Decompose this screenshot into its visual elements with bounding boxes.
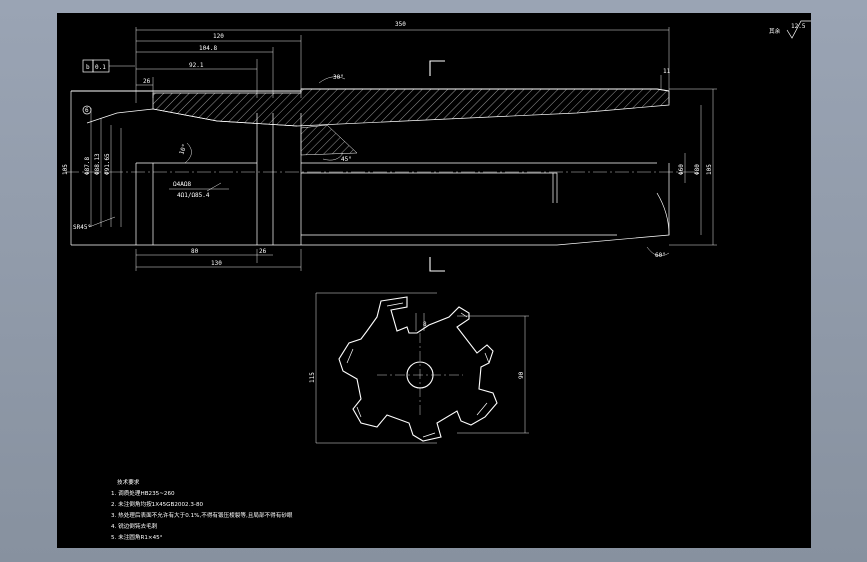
main-view: 6 (65, 88, 697, 246)
note-2: 2. 未注倒角均按1X45GB2002.3-80 (111, 500, 204, 508)
balloon-number: 6 (85, 107, 89, 114)
bore-note-2: 4Ω1/Ω85.4 (177, 192, 210, 199)
left-vertical-dimensions: 105 Φ87.8 Φ88.13 Φ91.65 (62, 153, 111, 175)
roughness-symbol: 其余 12.5 (769, 20, 811, 39)
angle-30: 30° (333, 74, 344, 81)
datum-letter: b (86, 64, 90, 71)
dim-phi88-13: Φ88.13 (94, 153, 101, 175)
angle-sr45: SR45° (73, 224, 91, 231)
cad-drawing: 其余 12.5 b 0.1 350 120 (62, 20, 811, 541)
dim-104-8: 104.8 (199, 45, 217, 52)
angle-10: 10° (178, 143, 188, 156)
bottom-dimensions: 80 26 130 (135, 248, 302, 271)
section-dim-8: 8 (423, 321, 427, 328)
dim-26: 26 (143, 78, 151, 85)
bore-notes: Ω4AΩ8 4Ω1/Ω85.4 (169, 181, 229, 199)
dim-phi80: Φ80 (694, 164, 701, 175)
dim-phi91-65: Φ91.65 (104, 153, 111, 175)
dim-phi60: Φ60 (678, 164, 685, 175)
angle-60: 60° (655, 252, 666, 259)
roughness-value: 12.5 (791, 23, 806, 30)
dim-105-right: 105 (706, 164, 713, 175)
note-3: 3. 热处理后表面不允许有大于0.1%,不得有锻压棱裂等,且局部不得有砂眼 (111, 511, 293, 519)
note-5: 5. 未注圆角R1×45° (111, 533, 163, 541)
angle-annotations: 30° 10° 45° 60° SR45° (73, 74, 670, 259)
dim-26-bottom: 26 (259, 248, 267, 255)
dim-120: 120 (213, 33, 224, 40)
dim-130: 130 (211, 260, 222, 267)
notes-title: 技术要求 (117, 478, 140, 486)
bore-note-1: Ω4AΩ8 (173, 181, 191, 188)
section-view: 115 90 8 (309, 292, 529, 444)
section-cut-marks (429, 60, 445, 272)
dim-80: 80 (191, 248, 199, 255)
dim-105-left: 105 (62, 164, 69, 175)
dim-350: 350 (395, 21, 406, 28)
section-dim-90: 90 (518, 371, 525, 379)
datum-frame: b 0.1 (82, 59, 135, 73)
drawing-sheet: 其余 12.5 b 0.1 350 120 (57, 13, 811, 548)
dim-92-1: 92.1 (189, 62, 204, 69)
note-1: 1. 调质处理HB235~260 (111, 489, 175, 497)
section-dim-115: 115 (309, 372, 316, 383)
right-vertical-dimensions: 105 Φ60 Φ80 11 (660, 68, 717, 246)
dim-11: 11 (663, 68, 671, 75)
datum-value: 0.1 (95, 64, 106, 71)
note-4: 4. 锐边倒钝去毛刺 (111, 522, 158, 530)
angle-45: 45° (341, 156, 352, 163)
roughness-label: 其余 (769, 27, 781, 35)
technical-notes: 技术要求 1. 调质处理HB235~260 2. 未注倒角均按1X45GB200… (111, 478, 293, 541)
dim-phi87-8: Φ87.8 (84, 157, 91, 175)
